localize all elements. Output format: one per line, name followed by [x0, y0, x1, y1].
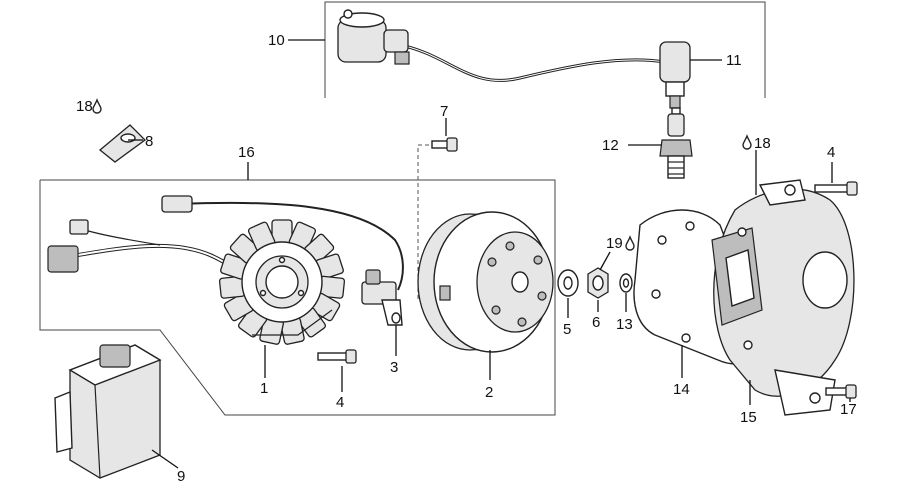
- spark-plug: [659, 107, 693, 179]
- leader-9: [151, 449, 179, 469]
- callout-8: 8: [145, 133, 153, 150]
- drop-icon: [625, 235, 635, 251]
- stator-wiring: [47, 195, 404, 292]
- callout-3: 3: [390, 359, 398, 376]
- callout-11: 11: [726, 52, 742, 69]
- drop-icon: [92, 98, 102, 114]
- callout-1: 1: [260, 380, 268, 397]
- callout-18-left: 18: [76, 98, 93, 115]
- callout-9: 9: [177, 468, 185, 483]
- spark-plug-cap: [659, 41, 691, 109]
- callout-13: 13: [616, 316, 633, 333]
- callout-16: 16: [238, 144, 255, 161]
- flywheel-nut: [587, 267, 609, 299]
- callout-12: 12: [602, 137, 619, 154]
- drop-icon: [742, 134, 752, 150]
- callout-7: 7: [440, 103, 448, 120]
- callout-19: 19: [606, 235, 623, 252]
- leader-19: [599, 251, 611, 271]
- bolt-4-upper: [814, 181, 858, 196]
- bolt-7-guide: [417, 144, 436, 300]
- callout-18-right: 18: [754, 135, 771, 152]
- callout-15: 15: [740, 409, 757, 426]
- ignition-group-frame: [324, 1, 766, 98]
- pickup-sensor: [361, 269, 403, 326]
- flywheel-cover: [711, 179, 855, 416]
- callout-17: 17: [840, 401, 857, 418]
- bolt-17: [825, 384, 857, 399]
- callout-6: 6: [592, 314, 600, 331]
- flywheel: [417, 211, 554, 353]
- callout-4-lower: 4: [336, 394, 344, 411]
- wire-clip: [98, 124, 146, 163]
- callout-2: 2: [485, 384, 493, 401]
- ignition-coil: [337, 9, 666, 82]
- stator-group-frame: [39, 179, 556, 416]
- washer: [557, 269, 579, 297]
- cdi-unit: [54, 344, 162, 479]
- callout-5: 5: [563, 321, 571, 338]
- callout-14: 14: [673, 381, 690, 398]
- small-washer: [619, 273, 633, 293]
- bolt-7: [431, 137, 458, 152]
- callout-4-upper: 4: [827, 144, 835, 161]
- bolt-4-lower: [317, 349, 357, 364]
- stator: [218, 219, 346, 345]
- callout-10: 10: [268, 32, 285, 49]
